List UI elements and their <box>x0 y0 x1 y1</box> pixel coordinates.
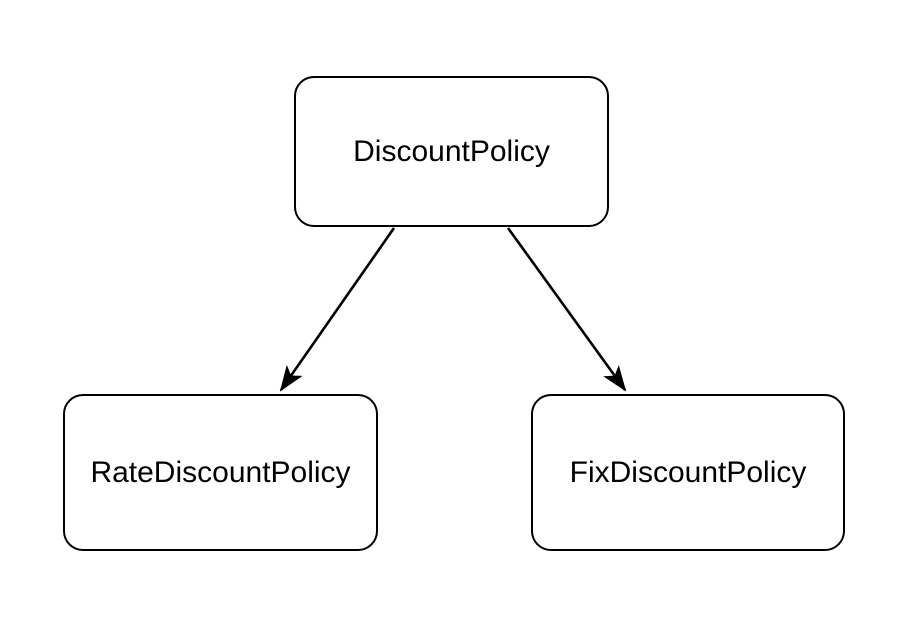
node-fix-discount-policy[interactable]: FixDiscountPolicy <box>531 394 845 551</box>
inheritance-edge-fix-discount-policy <box>506 227 627 392</box>
node-discount-policy[interactable]: DiscountPolicy <box>294 76 609 227</box>
inheritance-edge-rate-discount-policy <box>279 227 396 392</box>
node-label-fix-discount-policy: FixDiscountPolicy <box>569 455 807 489</box>
node-rate-discount-policy[interactable]: RateDiscountPolicy <box>63 394 378 551</box>
node-label-rate-discount-policy: RateDiscountPolicy <box>90 455 351 489</box>
node-label-discount-policy: DiscountPolicy <box>353 134 550 168</box>
